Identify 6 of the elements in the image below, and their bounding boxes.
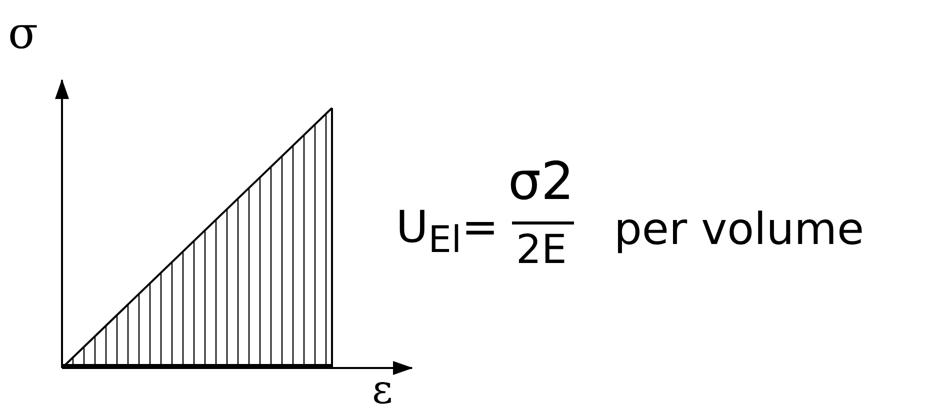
formula-text: U$_{El}$= [396,206,498,258]
axis-label: ε [372,370,393,410]
formula-numerator: σ2 [508,156,574,208]
axis-label: σ [8,12,38,56]
formula-text: per volume [614,208,864,252]
formula-denominator: 2E [516,230,567,270]
